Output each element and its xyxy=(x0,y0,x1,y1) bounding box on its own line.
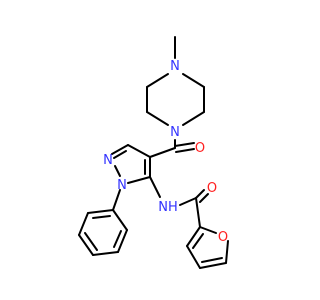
bond-c3-n2-a xyxy=(111,144,129,155)
bond-ph-3 xyxy=(92,251,119,256)
bond-pip-3 xyxy=(146,111,169,126)
bond-c-c4 xyxy=(149,147,176,158)
atom-labels: N N O N N NH O O xyxy=(103,59,228,245)
bond-ph-4 xyxy=(78,234,94,256)
bond-furan-5 xyxy=(186,226,201,247)
bond-amide-o-2 xyxy=(199,193,209,203)
bond-c4-c3 xyxy=(127,144,151,158)
bonds xyxy=(78,36,229,269)
bond-furan-3 xyxy=(199,262,227,269)
atom-n-amide: N xyxy=(170,125,180,140)
bond-furan-double-1 xyxy=(192,233,204,249)
bond-ph-6 xyxy=(87,209,114,214)
molecule-structure: N N O N N NH O O xyxy=(0,0,300,300)
bond-carbonyl-2 xyxy=(175,148,195,153)
bond-pip-1 xyxy=(146,73,169,88)
bond-furan-2 xyxy=(225,240,229,264)
bond-c3-n2-b xyxy=(113,150,127,159)
bond-furan-4 xyxy=(186,245,201,269)
bond-ph-double-2 xyxy=(84,232,98,251)
bond-ph-5 xyxy=(78,212,89,236)
bond-c-furan xyxy=(195,197,201,228)
bond-n1-c5 xyxy=(127,176,151,184)
atom-nh: NH xyxy=(158,200,178,215)
bond-ph-2 xyxy=(117,229,128,253)
atom-n1-pyrazole: N xyxy=(117,178,127,193)
bond-n2-n1 xyxy=(114,165,121,177)
atom-n2-pyrazole: N xyxy=(103,153,113,168)
atom-o-carbonyl: O xyxy=(195,141,205,156)
bond-ph-double-3 xyxy=(92,215,111,219)
bond-nh-c xyxy=(179,197,197,206)
bond-pip-6 xyxy=(182,73,205,88)
background xyxy=(0,0,300,300)
bond-carbonyl-1 xyxy=(174,142,195,147)
bond-ph-double-1 xyxy=(113,230,122,248)
bond-ph-1 xyxy=(112,209,128,231)
atom-o-furamide: O xyxy=(207,181,217,196)
bond-furan-1 xyxy=(199,226,217,234)
atom-n-methyl: N xyxy=(170,59,180,74)
bond-pip-4 xyxy=(182,111,205,126)
atom-o-furan: O xyxy=(218,230,228,245)
bond-furan-double-2 xyxy=(201,257,223,263)
bond-n1-phenyl xyxy=(112,189,121,211)
bond-amide-o-1 xyxy=(195,189,205,199)
bond-c5-nh xyxy=(149,176,161,198)
